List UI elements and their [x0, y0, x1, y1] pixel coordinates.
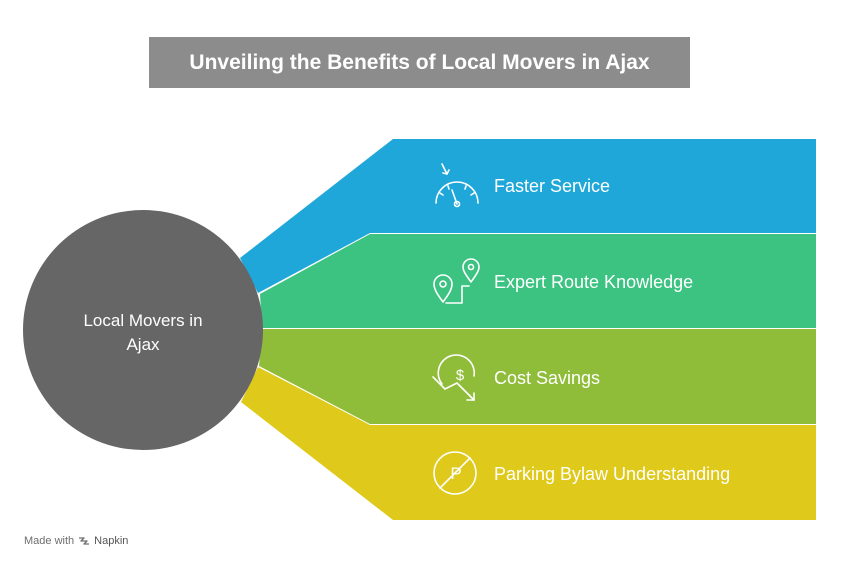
napkin-logo-icon: [79, 537, 90, 545]
center-label-line1: Local Movers in: [83, 311, 202, 330]
speedometer-icon: [435, 163, 479, 208]
band-parking-bylaw: [241, 367, 816, 520]
route-icon: [433, 258, 480, 304]
cost-savings-icon: $: [432, 354, 476, 401]
band-cost-savings: [259, 329, 816, 424]
no-parking-icon: P: [433, 451, 477, 495]
center-label-line2: Ajax: [126, 335, 160, 354]
band-faster-service: [240, 139, 816, 293]
center-circle: [23, 210, 263, 450]
footer-credit: Made with Napkin: [24, 535, 128, 547]
diagram-title: Unveiling the Benefits of Local Movers i…: [149, 37, 690, 88]
benefit-label-parking-bylaw: Parking Bylaw Understanding: [494, 464, 730, 484]
benefit-label-expert-route: Expert Route Knowledge: [494, 272, 693, 292]
band-expert-route: [260, 234, 816, 328]
footer-brand: Napkin: [94, 535, 129, 547]
benefit-label-faster-service: Faster Service: [494, 176, 610, 196]
footer-made-with: Made with: [24, 535, 75, 547]
benefit-label-cost-savings: Cost Savings: [494, 368, 600, 388]
svg-text:$: $: [456, 367, 465, 384]
svg-text:P: P: [450, 464, 461, 483]
